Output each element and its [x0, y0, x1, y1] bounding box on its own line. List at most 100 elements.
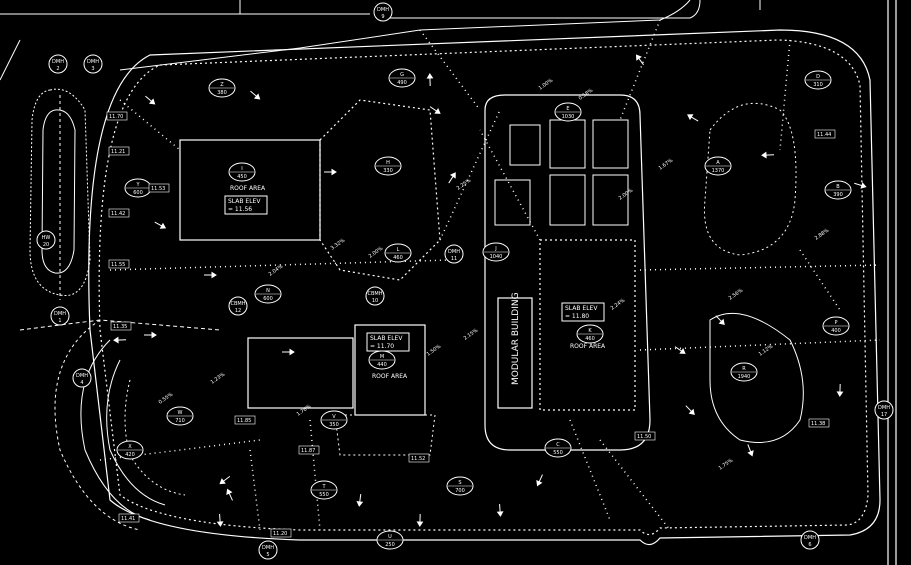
- flow-arrow: [635, 54, 644, 66]
- area-k-label: K 460: [576, 324, 604, 344]
- manhole-number: 17: [881, 412, 887, 418]
- area-letter: T: [321, 484, 326, 490]
- slope-tag: 1.23%: [210, 371, 227, 385]
- area-letter: S: [458, 480, 461, 486]
- area-value: 440: [377, 362, 387, 368]
- area-letter: U: [388, 534, 392, 540]
- area-z-label: Z 380: [208, 78, 236, 98]
- area-value: 420: [125, 452, 135, 458]
- elevation-tag: 11.70: [106, 111, 128, 121]
- flow-arrow: [219, 476, 231, 485]
- elevation-tag: 11.52: [408, 453, 430, 463]
- manhole-number: 3: [91, 66, 94, 72]
- area-value: 1040: [490, 254, 503, 260]
- manhole-type: DMH: [87, 59, 99, 65]
- flow-arrow: [715, 315, 725, 325]
- manhole-number: 1: [58, 318, 61, 324]
- slope-tag: 2.15%: [463, 327, 480, 341]
- slope-tag: 3.32%: [330, 237, 347, 251]
- elevation-tag: 11.38: [808, 418, 830, 428]
- elevation-tag: 11.50: [634, 431, 656, 441]
- curved-drive: [19, 319, 221, 531]
- area-value: 1940: [738, 374, 751, 380]
- elevation-value: 11.35: [113, 324, 127, 330]
- area-value: 710: [175, 418, 185, 424]
- slope-tags: 2.04%2.00%3.32%2.25%1.23%0.55%1.76%1.50%…: [106, 77, 836, 538]
- area-value: 380: [217, 90, 227, 96]
- manhole-type: DMH: [54, 311, 66, 317]
- flow-arrow: [144, 331, 157, 339]
- elevation-value: 11.53: [151, 186, 165, 192]
- slope-tag: 1.76%: [296, 403, 313, 417]
- area-value: 1030: [562, 114, 575, 120]
- area-letter: B: [836, 184, 840, 190]
- area-letter: G: [400, 72, 404, 78]
- area-letter: J: [494, 246, 496, 252]
- roof-label-1: ROOF AREA: [230, 185, 266, 192]
- slope-tag: 2.56%: [728, 287, 745, 301]
- flow-arrow: [674, 346, 686, 354]
- area-letter: Y: [135, 182, 140, 188]
- area-value: 250: [385, 542, 395, 548]
- manhole-number: 5: [266, 552, 269, 558]
- flow-arrow: [429, 106, 441, 114]
- area-value: 600: [263, 296, 273, 302]
- elevation-value: 11.52: [411, 456, 425, 462]
- area-x-label: X 420: [116, 440, 144, 460]
- grade-lines: [99, 19, 881, 531]
- manhole-labels: DMH2DMH3DMH9HW20DMH1DMH4CBMH12CBMH10DMH1…: [36, 2, 894, 560]
- area-value: 490: [397, 80, 407, 86]
- area-value: 310: [813, 82, 823, 88]
- area-value: 450: [237, 174, 247, 180]
- slab-value-3: = 11.80: [565, 313, 589, 320]
- flow-arrow: [747, 444, 754, 457]
- roof-squares: [494, 119, 629, 226]
- area-letter: K: [588, 328, 592, 334]
- area-letter: X: [128, 444, 132, 450]
- area-value: 460: [585, 336, 595, 342]
- flow-arrow: [216, 513, 224, 527]
- slab-label-2: SLAB ELEV: [370, 335, 403, 342]
- area-u-label: U 250: [376, 530, 404, 550]
- site-boundary: [88, 0, 897, 565]
- slope-tag: 1.00%: [538, 77, 555, 91]
- elevation-tag: 11.44: [814, 129, 836, 139]
- elevation-tag: 11.21: [108, 146, 130, 156]
- roof-label-3: ROOF AREA: [570, 343, 606, 350]
- elevation-value: 11.87: [301, 448, 315, 454]
- slab-label-1: SLAB ELEV: [228, 198, 261, 205]
- area-letter: W: [178, 410, 183, 416]
- elevation-tag: 11.41: [118, 513, 140, 523]
- area-letter: Z: [220, 82, 224, 88]
- area-letter: I: [241, 166, 242, 172]
- manhole-type: DMH: [804, 535, 816, 541]
- elevation-value: 11.20: [273, 531, 287, 537]
- area-letter: R: [742, 366, 746, 372]
- islands: [334, 102, 804, 456]
- elevation-value: 11.55: [111, 262, 125, 268]
- top-road: [0, 0, 761, 71]
- manhole-type: HW: [42, 235, 51, 241]
- flow-arrow: [761, 151, 775, 159]
- area-i-label: I 450: [228, 162, 256, 182]
- manhole-number: 4: [80, 380, 83, 386]
- slab-box-3: SLAB ELEV = 11.80: [561, 302, 605, 322]
- flow-arrow: [685, 405, 695, 415]
- slab-value-1: = 11.56: [228, 206, 252, 213]
- manhole-number: 2: [56, 66, 59, 72]
- slope-tag: 0.55%: [158, 391, 175, 405]
- slab-box-2: SLAB ELEV = 11.70: [366, 332, 410, 352]
- manhole-number: 10: [372, 298, 378, 304]
